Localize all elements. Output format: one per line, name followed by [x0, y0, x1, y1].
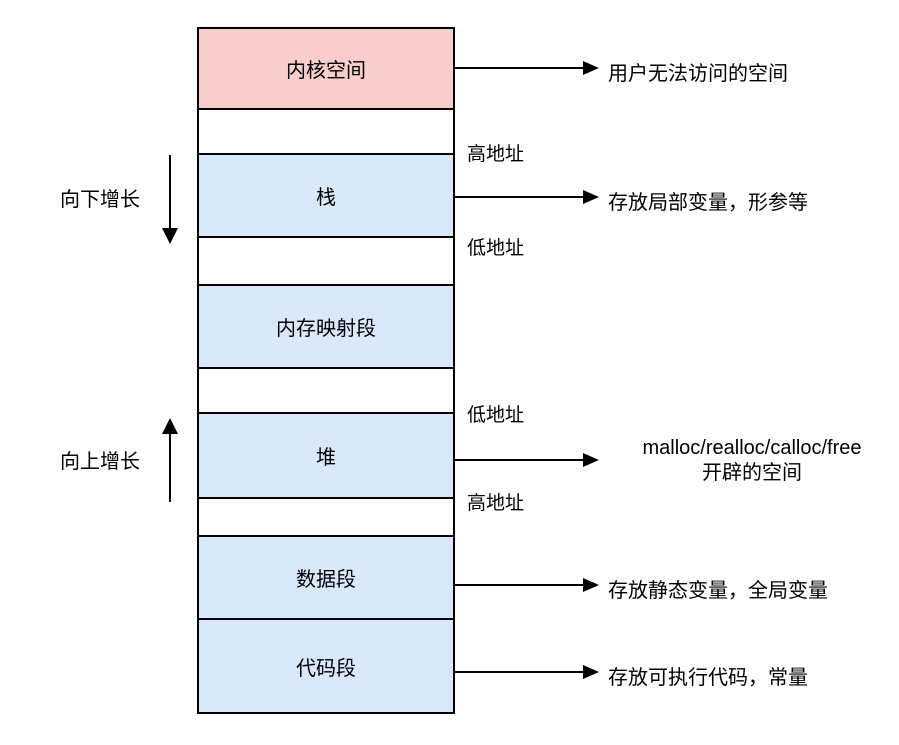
address-label-high-stack: 高地址 — [467, 144, 525, 165]
block-data-segment-label: 数据段 — [296, 569, 356, 591]
arrow-shaft — [455, 584, 584, 586]
arrow-shaft — [455, 459, 584, 461]
arrow-head-icon — [162, 418, 178, 434]
arrow-head-icon — [162, 228, 178, 244]
arrow-right-kernel-icon — [455, 61, 600, 75]
arrow-right-data-icon — [455, 578, 600, 592]
block-gap — [199, 110, 453, 155]
arrow-shaft — [455, 67, 584, 69]
arrow-head-icon — [583, 453, 599, 467]
arrow-right-stack-icon — [455, 190, 600, 204]
annotation-heap: malloc/realloc/calloc/free 开辟的空间 — [608, 436, 896, 486]
block-kernel-space: 内核空间 — [199, 29, 453, 110]
block-data-segment: 数据段 — [199, 537, 453, 620]
arrow-shaft — [169, 155, 171, 228]
annotation-code: 存放可执行代码，常量 — [608, 667, 808, 689]
block-gap — [199, 238, 453, 286]
block-gap — [199, 369, 453, 414]
annotation-kernel: 用户无法访问的空间 — [608, 63, 788, 85]
block-code-segment: 代码段 — [199, 620, 453, 712]
block-kernel-label: 内核空间 — [286, 60, 366, 82]
arrow-shaft — [455, 196, 584, 198]
arrow-head-icon — [583, 61, 599, 75]
grow-up-label: 向上增长 — [60, 451, 140, 473]
block-memory-mapped-label: 内存映射段 — [276, 318, 376, 340]
address-label-low-heap: 低地址 — [467, 405, 525, 426]
annotation-data: 存放静态变量，全局变量 — [608, 580, 828, 602]
block-stack-label: 栈 — [316, 187, 336, 209]
memory-column: 内核空间 栈 内存映射段 堆 数据段 代码段 — [197, 27, 455, 714]
annotation-stack: 存放局部变量，形参等 — [608, 192, 808, 214]
arrow-head-icon — [583, 578, 599, 592]
arrow-up-icon — [162, 418, 178, 502]
block-gap — [199, 499, 453, 537]
annotation-heap-line2: 开辟的空间 — [702, 462, 802, 484]
arrow-head-icon — [583, 665, 599, 679]
address-label-high-heap: 高地址 — [467, 493, 525, 514]
block-heap-label: 堆 — [316, 447, 336, 469]
arrow-right-code-icon — [455, 665, 600, 679]
grow-down-label: 向下增长 — [60, 189, 140, 211]
arrow-shaft — [169, 433, 171, 502]
arrow-right-heap-icon — [455, 453, 600, 467]
address-label-low-stack: 低地址 — [467, 238, 525, 259]
block-code-segment-label: 代码段 — [296, 657, 356, 680]
arrow-down-icon — [162, 155, 178, 244]
block-memory-mapped: 内存映射段 — [199, 286, 453, 369]
block-stack: 栈 — [199, 155, 453, 238]
arrow-head-icon — [583, 190, 599, 204]
arrow-shaft — [455, 671, 584, 673]
block-heap: 堆 — [199, 414, 453, 499]
annotation-heap-line1: malloc/realloc/calloc/free — [642, 437, 862, 459]
